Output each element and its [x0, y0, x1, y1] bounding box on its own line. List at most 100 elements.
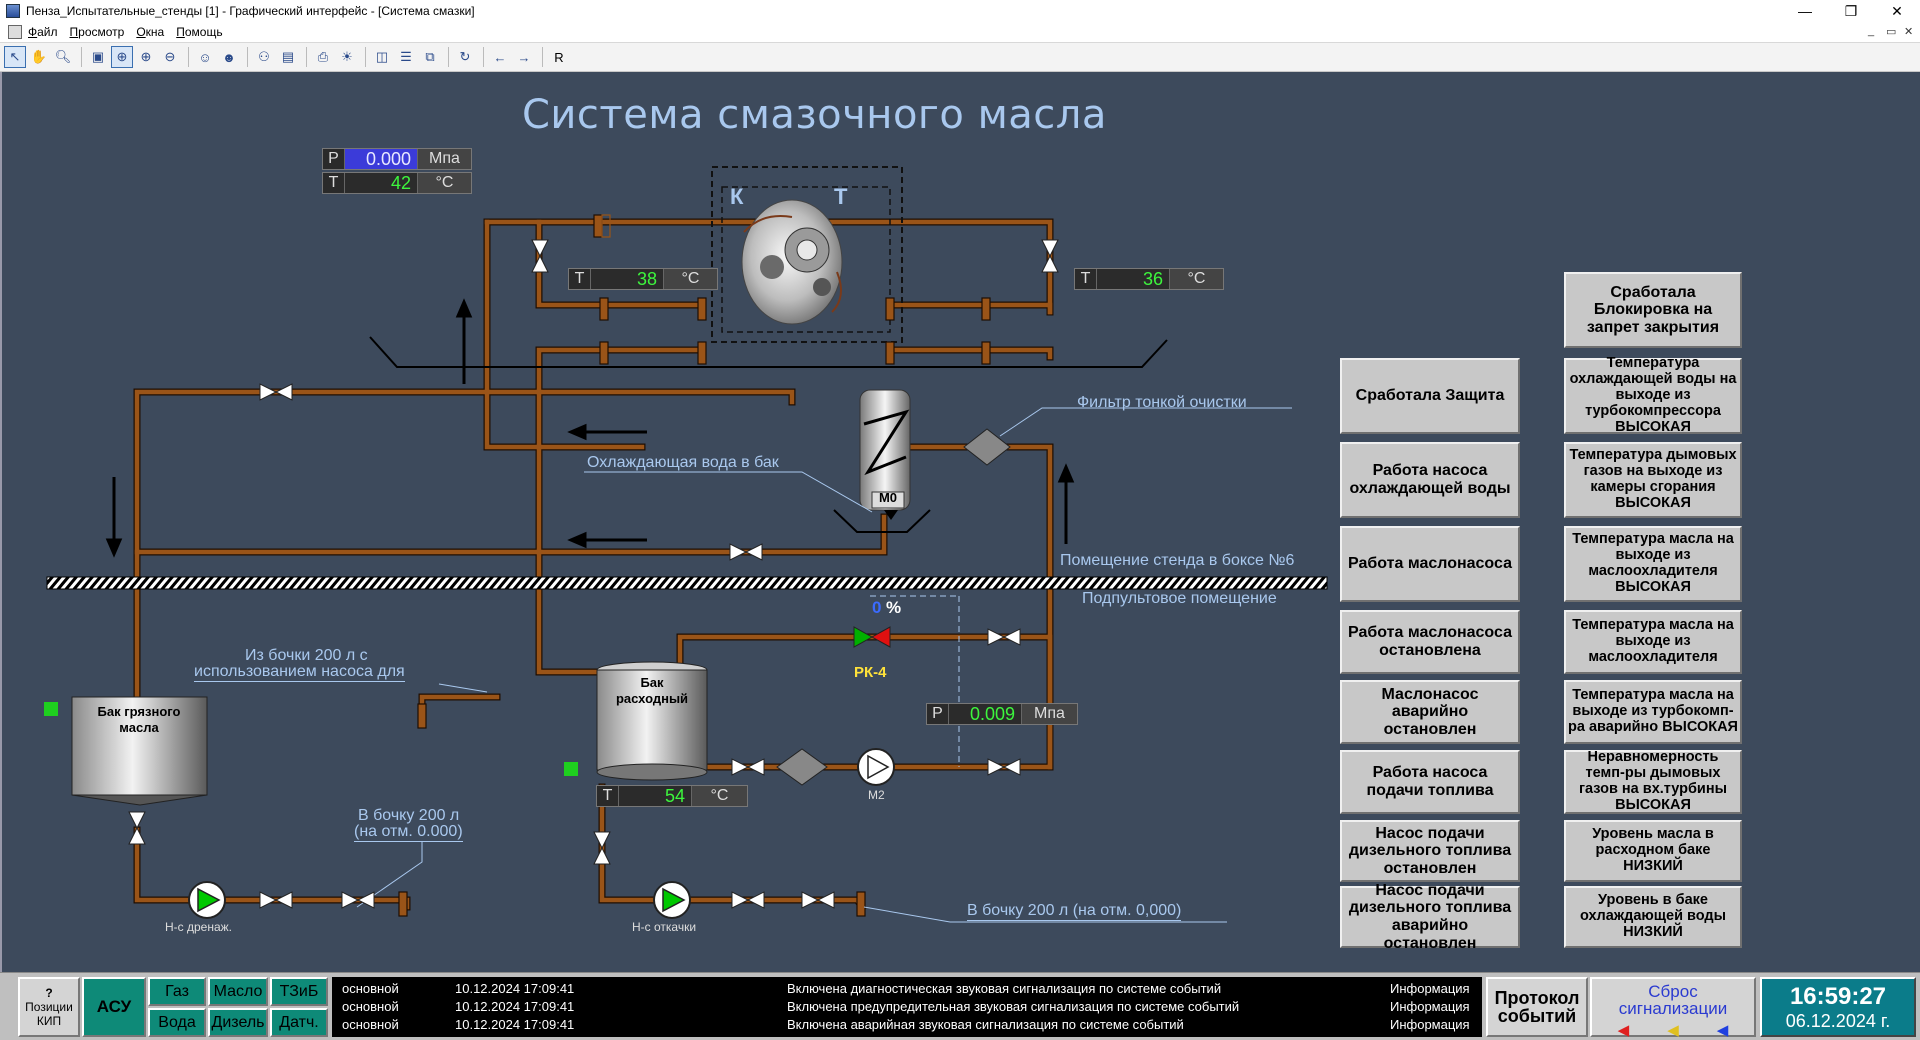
to-barrel-label-line2: (на отм. 0.000)	[354, 823, 463, 842]
filter-2-icon	[776, 748, 828, 786]
forward-arrow-icon[interactable]: →	[517, 49, 531, 65]
user-icon[interactable]: ☺	[198, 49, 212, 65]
alarm-diesel-pump-emergency-stop: Насос подачи дизельного топлива аварийно…	[1340, 882, 1520, 952]
menu-help[interactable]: Помощь	[176, 25, 223, 39]
r-button[interactable]: R	[554, 49, 564, 65]
alarm-protection-triggered: Сработала Защита	[1340, 358, 1520, 434]
dirty-tank-label-line1: Бак грязного	[97, 704, 181, 719]
valve-opening-value: 0	[872, 598, 882, 617]
title-bar: Пенза_Испытательные_стенды [1] - Графиче…	[0, 0, 1920, 22]
hand-tool-icon[interactable]: ✋	[30, 49, 48, 64]
flow-arrows	[105, 298, 1075, 558]
gas-button[interactable]: Газ	[148, 977, 206, 1006]
supply-tank-label-line1: Бак	[640, 675, 664, 690]
event-message: Включена предупредительная звуковая сигн…	[787, 999, 1240, 1014]
leader-lines	[356, 407, 1292, 923]
document-icon[interactable]	[8, 25, 22, 39]
split-vertical-icon[interactable]: ◫	[375, 49, 389, 64]
filter-icon	[963, 428, 1011, 466]
zoom-fit-icon[interactable]: ⊕	[111, 46, 133, 68]
minimize-button[interactable]: —	[1798, 3, 1812, 19]
cooling-water-label: Охлаждающая вода в бак	[587, 454, 779, 471]
back-arrow-icon[interactable]: ←	[493, 49, 507, 65]
reset-alarms-button[interactable]: Сброс сигнализации ◀ ◀ ◀	[1590, 977, 1756, 1039]
alarm-flue-gas-temp-high: Температура дымовых газов на выходе из к…	[1564, 442, 1742, 518]
mdi-minimize-button[interactable]: _	[1868, 25, 1875, 37]
print-icon[interactable]: ⎙	[317, 49, 329, 64]
temperature-readout-tank: T 54 °C	[596, 785, 748, 807]
reset-alarms-label: Сброс сигнализации	[1618, 982, 1728, 1018]
zoom-in-icon[interactable]: ⊕	[140, 49, 152, 64]
pipe-outlines	[133, 218, 1054, 912]
zoom-actual-size-icon[interactable]: ▣	[91, 49, 105, 64]
from-barrel-label-line2: использованием насоса для	[194, 663, 405, 682]
kip-positions-button[interactable]: ? Позиции КИП	[18, 977, 80, 1037]
warning-speaker-icon: ◀	[1667, 1022, 1679, 1039]
binoculars-icon[interactable]: ⚇	[258, 49, 270, 64]
heat-exchanger-label: М0	[878, 490, 898, 505]
magnifier-icon[interactable]: 🔍︎	[54, 49, 72, 64]
alarm-diesel-pump-stopped: Насос подачи дизельного топлива остановл…	[1340, 820, 1520, 882]
scada-canvas: Система смазочного масла К Т P 0.000 Мпа…	[0, 72, 1920, 972]
alarm-oil-pump-emergency-stop: Маслонасос аварийно остановлен	[1340, 680, 1520, 744]
temperature-readout-top: T 42 °C	[322, 172, 472, 194]
dirty-oil-tank-icon	[44, 696, 208, 806]
toolbar-separator	[483, 47, 484, 67]
mdi-restore-button[interactable]: ▭	[1886, 26, 1897, 38]
tzib-button[interactable]: ТЗиБ	[270, 977, 328, 1006]
event-row[interactable]: основной 10.12.2024 17:09:41 Включена ди…	[332, 981, 1482, 999]
event-protocol-button[interactable]: Протокол событий	[1486, 977, 1588, 1037]
pipe-flanges	[398, 214, 991, 917]
supply-tank-label-line2: расходный	[615, 691, 689, 706]
toolbar-separator	[188, 47, 189, 67]
cascade-icon[interactable]: ⧉	[425, 49, 435, 64]
window-refresh-icon[interactable]: ↻	[459, 49, 471, 64]
floor-separator	[46, 576, 1328, 590]
diagnostic-speaker-icon: ◀	[1716, 1022, 1729, 1039]
mdi-close-button[interactable]: ✕	[1904, 26, 1914, 38]
alarm-fuel-pump-running: Работа насоса подачи топлива	[1340, 750, 1520, 814]
pump-pumpout-icon	[653, 881, 691, 919]
toolbar-separator	[542, 47, 543, 67]
event-row[interactable]: основной 10.12.2024 17:09:41 Включена пр…	[332, 999, 1482, 1017]
event-log[interactable]: основной 10.12.2024 17:09:41 Включена ди…	[332, 977, 1482, 1037]
alarm-close-interlock: Сработала Блокировка на запрет закрытия	[1564, 272, 1742, 348]
supply-tank-icon	[564, 661, 708, 781]
oil-button[interactable]: Масло	[208, 977, 268, 1006]
users-icon[interactable]: ☻	[222, 49, 236, 65]
water-button[interactable]: Вода	[148, 1008, 206, 1037]
menu-file[interactable]: Файл	[28, 25, 58, 39]
menu-windows[interactable]: Окна	[136, 25, 165, 39]
sensors-button[interactable]: Датч.	[270, 1008, 328, 1037]
toolbar-separator	[81, 47, 82, 67]
event-datetime: 10.12.2024 17:09:41	[455, 1017, 575, 1032]
toolbar-separator	[306, 47, 307, 67]
close-button[interactable]: ✕	[1891, 2, 1903, 19]
menu-view[interactable]: Просмотр	[69, 25, 125, 39]
lightbulb-icon[interactable]: ☀	[341, 49, 353, 64]
diesel-button[interactable]: Дизель	[208, 1008, 268, 1037]
event-level: Информация	[1390, 1017, 1470, 1032]
to-barrel-label-line1: В бочку 200 л	[358, 807, 460, 824]
temperature-readout-turbine: T 36 °C	[1074, 268, 1224, 290]
event-level: Информация	[1390, 999, 1470, 1014]
event-type: основной	[342, 1017, 399, 1032]
event-type: основной	[342, 999, 399, 1014]
pressure-readout-top: P 0.000 Мпа	[322, 148, 472, 170]
screen-icon[interactable]: ▤	[281, 49, 295, 64]
zoom-out-icon[interactable]: ⊖	[164, 49, 176, 64]
valve-rk4-label: РК-4	[854, 664, 887, 681]
event-type: основной	[342, 981, 399, 996]
split-horizontal-icon[interactable]: ☰	[400, 49, 412, 64]
valve-opening-percent-sign: %	[886, 598, 902, 617]
turbo-turbine-label: Т	[834, 184, 848, 209]
pressure-readout-pump: P 0.009 Мпа	[926, 703, 1078, 725]
alarm-turbo-oil-temp-emergency: Температура масла на выходе из турбокомп…	[1564, 680, 1742, 744]
pump-m2-label: М2	[868, 788, 885, 802]
pointer-tool-icon[interactable]: ↖	[4, 46, 26, 68]
restore-button[interactable]: ❐	[1844, 2, 1858, 19]
asu-button[interactable]: АСУ	[82, 977, 146, 1037]
menu-bar: Файл Просмотр Окна Помощь _ ▭ ✕	[0, 22, 1920, 42]
toolbar-separator	[365, 47, 366, 67]
event-row[interactable]: основной 10.12.2024 17:09:41 Включена ав…	[332, 1017, 1482, 1035]
